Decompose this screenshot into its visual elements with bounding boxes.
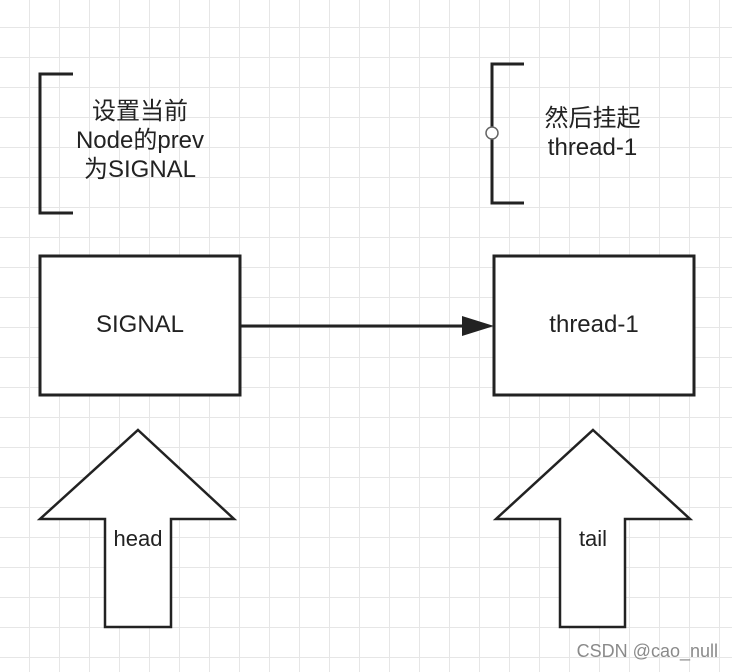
left-annotation-text: 设置当前 Node的prev 为SIGNAL — [60, 98, 220, 184]
watermark-text: CSDN @cao_null — [576, 641, 718, 661]
right-annotation-line: thread-1 — [547, 133, 638, 161]
tail-pointer-label: tail — [578, 526, 608, 551]
left-annotation-line: Node的prev — [75, 126, 205, 154]
thread1-node-box — [492, 254, 696, 397]
head-pointer-arrow — [36, 428, 238, 629]
next-link-arrowhead — [462, 316, 494, 336]
tail-pointer-arrow — [492, 428, 694, 629]
connection-point-handle[interactable] — [485, 126, 499, 140]
thread1-node-label: thread-1 — [549, 311, 639, 338]
head-pointer-label: head — [113, 526, 163, 551]
signal-node-box — [38, 254, 242, 397]
left-annotation-line: 为SIGNAL — [83, 155, 197, 183]
left-annotation-line: 设置当前 — [92, 98, 188, 125]
left-annotation-brace — [38, 72, 73, 215]
right-annotation-line: 然后挂起 — [544, 105, 641, 132]
signal-node-label: SIGNAL — [95, 311, 185, 338]
right-annotation-text: 然后挂起 thread-1 — [525, 105, 660, 163]
